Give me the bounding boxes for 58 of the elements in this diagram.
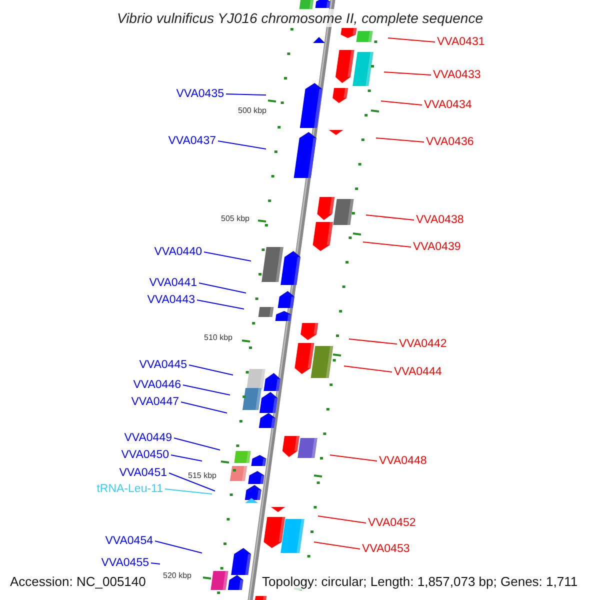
gene-label: VVA0439 <box>413 241 461 253</box>
gene-label: VVA0446 <box>133 379 181 391</box>
position-marker-label: 520 kbp <box>163 571 192 580</box>
gene-label: VVA0444 <box>394 366 442 378</box>
gene-label: VVA0453 <box>362 543 410 555</box>
leader-line <box>182 384 230 396</box>
gene-label: VVA0450 <box>121 449 169 461</box>
gene-label: VVA0448 <box>379 455 427 467</box>
footer-text: Topology: circular; Length: 1,857,073 bp; Genes: 1,711 <box>262 574 578 590</box>
gene-label: VVA0438 <box>416 214 464 226</box>
leader-line <box>180 402 228 414</box>
gene-label: VVA0443 <box>147 294 195 306</box>
leader-line <box>366 214 414 220</box>
position-marker-label: 510 kbp <box>204 333 232 342</box>
leader-line <box>318 516 366 524</box>
leader-line <box>150 562 160 564</box>
gene-label: VVA0441 <box>149 277 197 289</box>
gene-label: VVA0451 <box>119 467 167 479</box>
footer-text: Accession: NC_005140 <box>10 574 146 590</box>
leader-line <box>330 454 378 462</box>
leader-line <box>174 438 220 450</box>
leader-line <box>198 282 246 294</box>
leader-line <box>164 488 212 494</box>
gene-label: VVA0447 <box>131 396 179 408</box>
gene-label: VVA0436 <box>426 136 474 148</box>
gene-label: VVA0434 <box>424 99 472 111</box>
leader-line <box>154 540 202 554</box>
gene-label: VVA0452 <box>368 517 416 529</box>
gene-label: VVA0440 <box>154 246 202 258</box>
leader-line <box>188 364 234 376</box>
gene-label: VVA0454 <box>105 535 153 547</box>
leader-line <box>196 300 244 310</box>
position-marker-label: 505 kbp <box>221 214 250 223</box>
leader-line <box>384 72 432 76</box>
gene-label: VVA0445 <box>139 359 187 371</box>
gene-label: VVA0431 <box>437 36 485 48</box>
leader-line <box>362 242 412 248</box>
gene-label: VVA0449 <box>124 432 172 444</box>
gene-label: VVA0437 <box>168 135 216 147</box>
gene-label: tRNA-Leu-11 <box>96 483 163 495</box>
leader-line <box>226 94 266 96</box>
leader-line <box>376 138 424 142</box>
position-marker-label: 500 kbp <box>238 106 266 115</box>
leader-line <box>170 454 202 462</box>
leader-line <box>344 366 392 372</box>
leader-line <box>380 100 422 106</box>
gene-label: VVA0435 <box>176 88 224 100</box>
title: Vibrio vulnificus YJ016 chromosome II, complete sequence <box>116 10 483 26</box>
leader-line <box>314 542 360 550</box>
leader-line <box>204 252 252 262</box>
gene-label: VVA0442 <box>399 338 447 350</box>
position-marker-label: 515 kbp <box>188 471 216 480</box>
leader-line <box>218 140 266 150</box>
leader-line <box>388 38 436 42</box>
leader-line <box>168 472 216 492</box>
gene-label: VVA0433 <box>433 69 481 81</box>
gene-label: VVA0455 <box>101 557 149 569</box>
leader-line <box>348 338 398 344</box>
